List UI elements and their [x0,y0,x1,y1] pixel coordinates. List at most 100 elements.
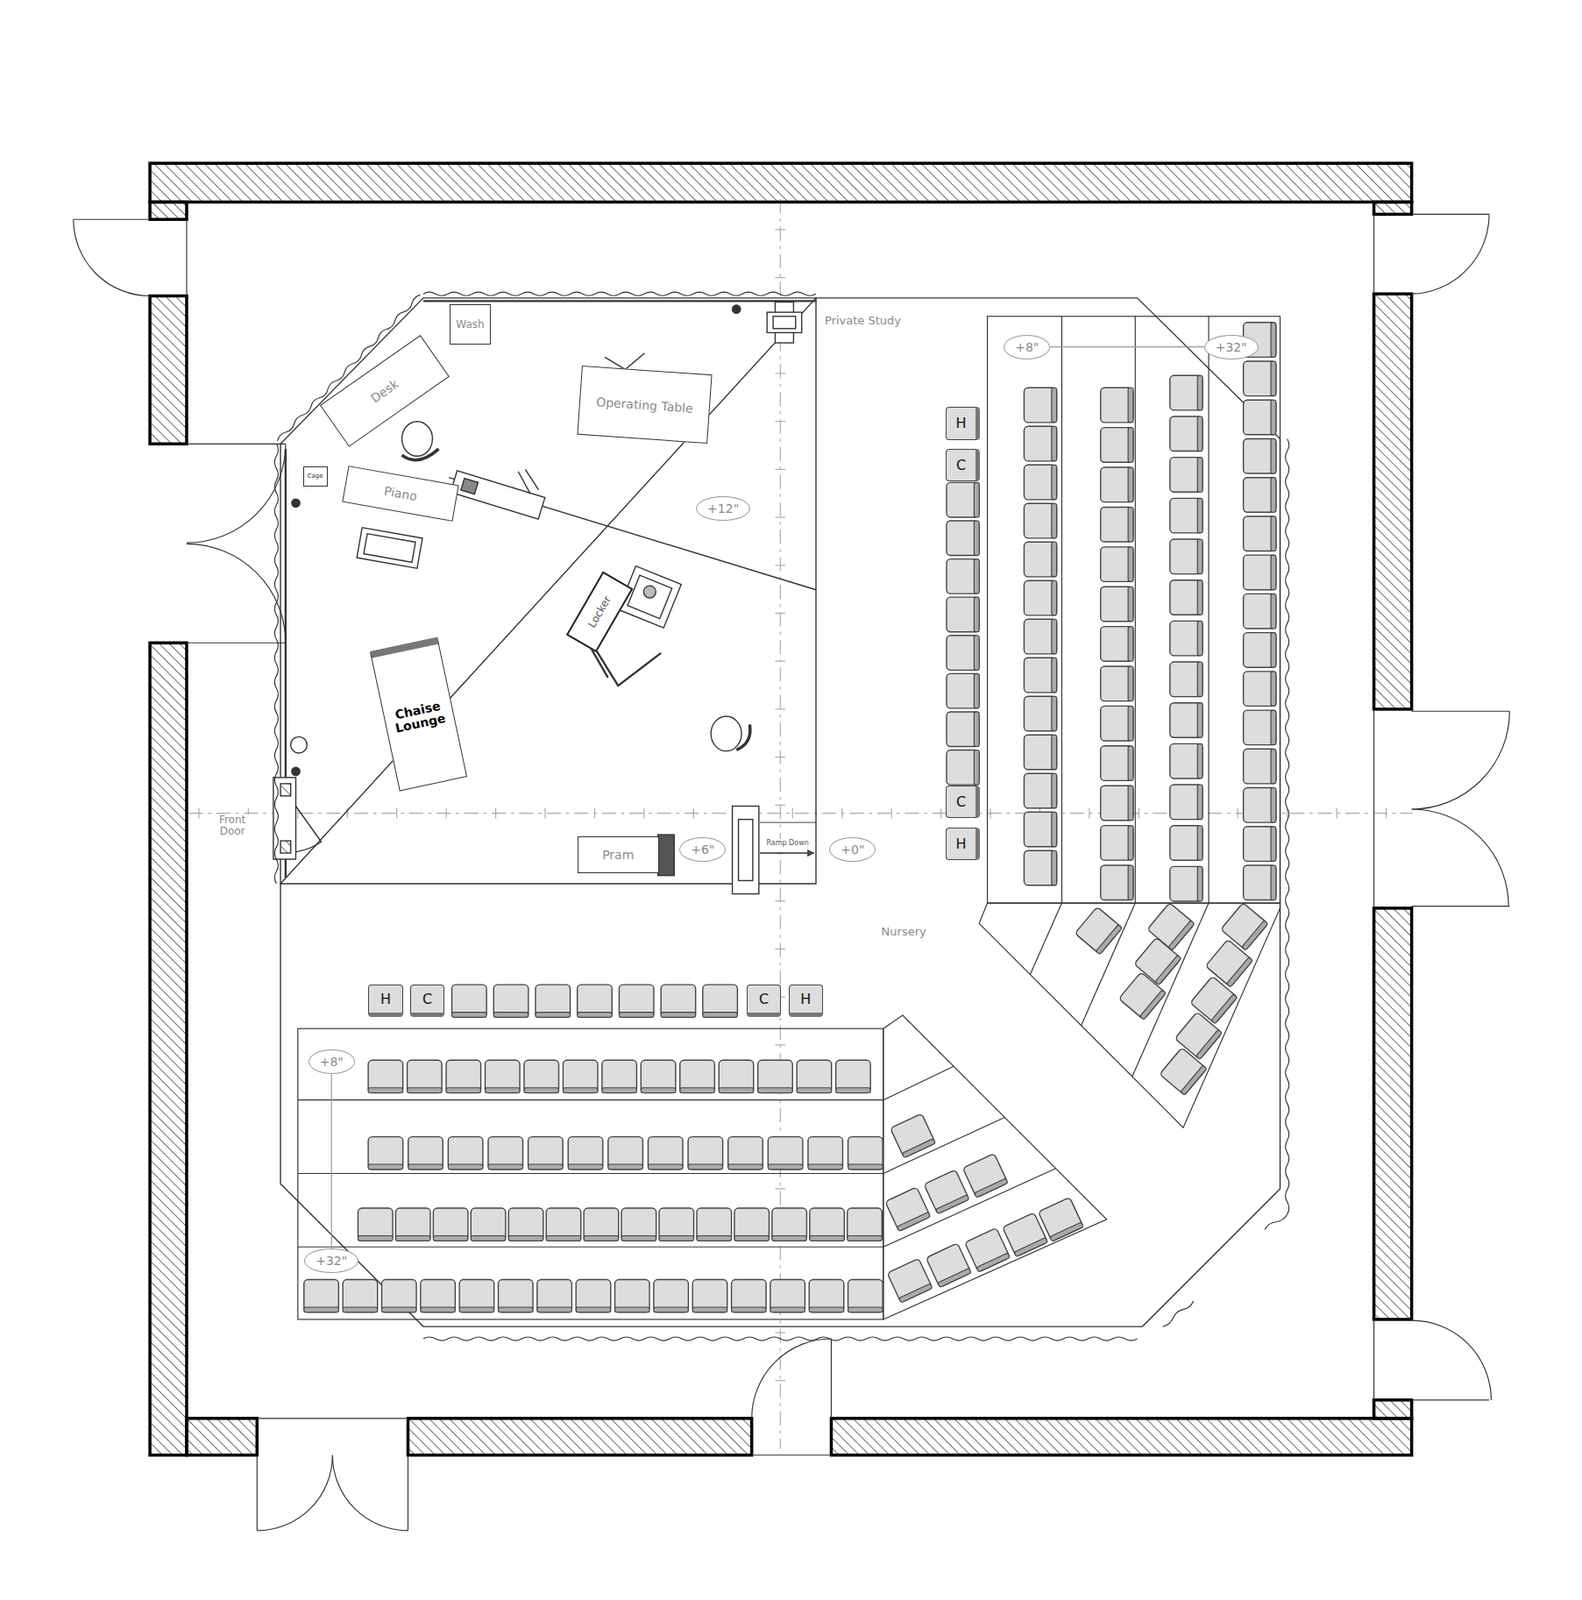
seat-symbol [660,984,696,1017]
seat-symbol [618,1012,654,1018]
seat-symbol [728,1136,764,1170]
seat-symbol [407,1059,443,1093]
seat-symbol [886,1257,933,1302]
seat-symbol [847,1207,883,1241]
seat-symbol [734,1234,770,1241]
seating-tier [1135,316,1136,903]
seat-symbol [847,1207,883,1241]
node-text: +0" [840,842,865,857]
seat-symbol [1243,516,1277,552]
plan-label: Nursery [879,925,929,939]
door-swing [1411,808,1510,907]
seat-symbol [946,635,979,671]
seat-symbol [808,1279,845,1313]
seat-symbol [381,1306,417,1313]
node-text: H [956,414,967,432]
door-swing [1411,1398,1490,1400]
door-swing [1411,905,1511,907]
seat-symbol [1155,954,1182,985]
seat-symbol [808,1279,845,1313]
seat-symbol [809,1207,845,1241]
label-text: Front Door [208,814,256,839]
centerline-tick [774,372,786,374]
centerline-tick [1237,808,1239,819]
seat-symbol [447,1163,483,1170]
seat-symbol [696,1207,732,1241]
furniture-detail [402,421,433,457]
seat-symbol [718,1087,754,1093]
centerline-tick [643,808,645,819]
seat-symbol [1270,787,1277,823]
seat-symbol [1074,906,1122,954]
furniture-detail [773,316,796,329]
centerline-tick [774,228,786,230]
furniture-detail [643,585,656,598]
seat-symbol [836,1059,872,1093]
seat-symbol [1051,773,1058,809]
seat-symbol [808,1136,844,1170]
seat-symbol [1100,705,1134,741]
seat-symbol [1270,399,1277,435]
seat-symbol [357,1234,393,1241]
seat-symbol [446,1059,482,1093]
wall [149,163,1412,1455]
seat-symbol [1023,464,1057,500]
seat-symbol [890,1113,937,1157]
seat-symbol [528,1136,564,1170]
wall [149,296,187,445]
seat-symbol [1197,743,1203,779]
seat-symbol [304,1279,340,1313]
seat-symbol [1100,865,1134,901]
seat-symbol [1243,671,1277,707]
seat-symbol [1170,784,1203,820]
seat-symbol [964,1227,1011,1272]
seat-symbol [1197,784,1203,820]
seat-symbol [1051,657,1058,693]
seat-symbol [770,1279,806,1313]
seat-symbol [1270,322,1277,358]
seat-symbol [688,1136,724,1170]
node-text: H [800,990,811,1008]
seat-symbol [577,984,613,1017]
seat-symbol [608,1136,644,1170]
door-swing [1373,709,1375,909]
seat-symbol [1270,748,1277,784]
seat-symbol [1100,546,1134,582]
seat-symbol [923,1169,970,1214]
seat-symbol [935,1194,969,1214]
drape [1285,438,1290,1214]
seat-symbol [702,1012,738,1018]
seat-symbol [446,1059,482,1093]
seat-symbol [973,520,979,556]
wall [1374,293,1412,710]
furniture-detail [461,478,479,495]
seat-symbol [758,1059,794,1093]
centerline-tick [940,808,942,819]
furniture-detail [736,723,751,750]
dimension-line [1049,346,1204,348]
door-swing [407,1454,409,1531]
seat-symbol [1023,387,1057,423]
seat-symbol [1197,457,1203,493]
seat-symbol [621,1207,657,1241]
seat-symbol [1127,785,1134,821]
seat-symbol [1170,661,1203,697]
centerline-tick [774,1187,786,1189]
seat-symbol [1196,1028,1223,1059]
furniture-box: Piano [342,466,460,522]
seat-symbol [1023,734,1057,770]
seat-symbol [1170,743,1203,779]
locker-box: Locker [566,571,633,653]
seat-symbol [1243,748,1277,784]
furniture-detail [759,822,816,823]
seat-symbol [535,984,571,1017]
seat-symbol [615,1279,651,1313]
seat-symbol [901,1138,936,1158]
seat-symbol [497,1279,533,1313]
wall [1374,201,1412,214]
seating-tier [987,316,1281,903]
seat-symbol [1270,632,1277,668]
seat-symbol [470,1234,506,1241]
furniture-detail [273,302,816,894]
door-swing [256,1417,408,1419]
